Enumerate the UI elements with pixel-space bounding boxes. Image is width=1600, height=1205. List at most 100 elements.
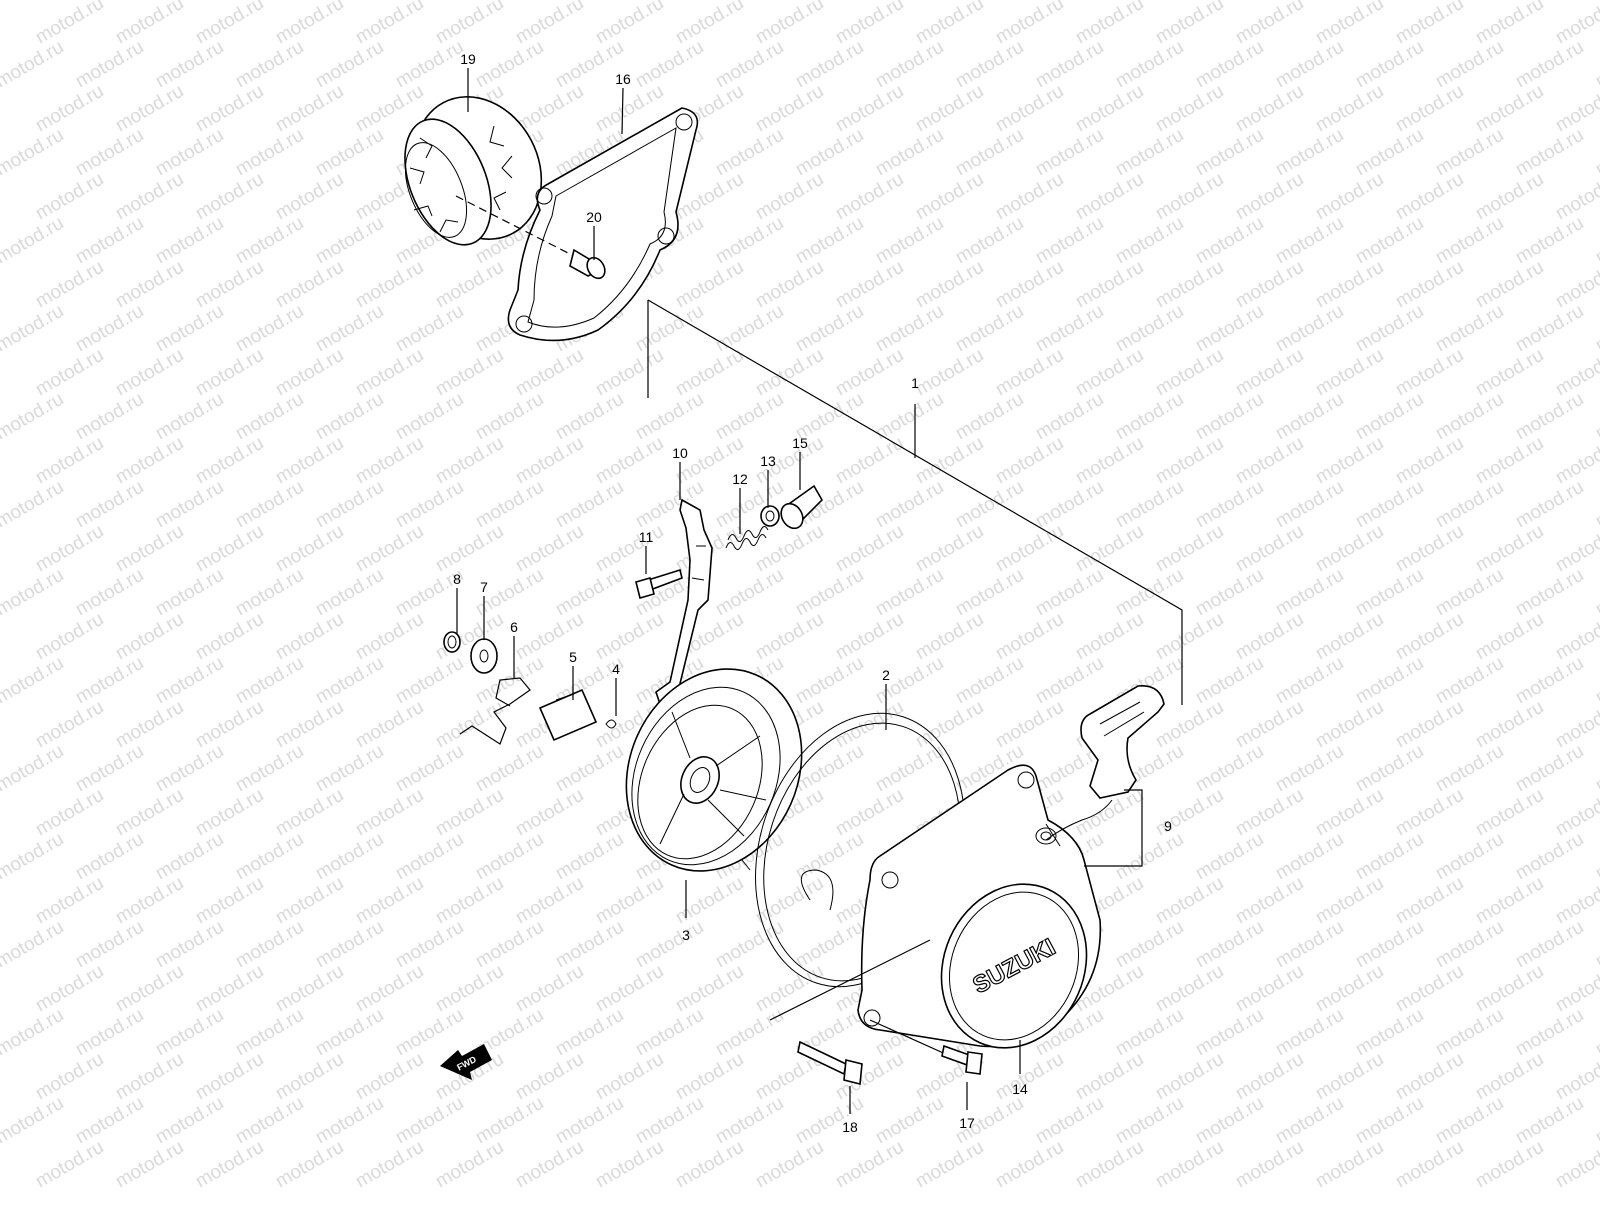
callout-19: 19	[460, 51, 476, 67]
watermark-text: motod.ru	[192, 961, 267, 1017]
watermark-text: motod.ru	[1232, 521, 1307, 577]
callout-1: 1	[911, 375, 919, 391]
watermark-text: motod.ru	[1432, 917, 1507, 973]
watermark-text: motod.ru	[432, 1137, 507, 1193]
watermark-text: motod.ru	[1312, 1137, 1387, 1193]
watermark-text: motod.ru	[352, 873, 427, 929]
watermark-text: motod.ru	[912, 81, 987, 137]
watermark-text: motod.ru	[1072, 433, 1147, 489]
watermark-text: motod.ru	[1112, 565, 1187, 621]
watermark-text: motod.ru	[1112, 37, 1187, 93]
watermark-text: motod.ru	[1232, 81, 1307, 137]
watermark-text: motod.ru	[192, 609, 267, 665]
watermark-text: motod.ru	[512, 345, 587, 401]
watermark-text: motod.ru	[792, 741, 867, 797]
watermark-text: motod.ru	[1392, 345, 1467, 401]
watermark-text: motod.ru	[472, 389, 547, 445]
watermark-text: motod.ru	[1392, 961, 1467, 1017]
watermark-text: motod.ru	[552, 389, 627, 445]
watermark-text: motod.ru	[72, 917, 147, 973]
watermark-text: motod.ru	[1592, 125, 1600, 181]
watermark-text: motod.ru	[1352, 37, 1427, 93]
watermark-text: motod.ru	[32, 345, 107, 401]
watermark-text: motod.ru	[1152, 521, 1227, 577]
watermark-text: motod.ru	[1112, 125, 1187, 181]
watermark-text: motod.ru	[1032, 1093, 1107, 1149]
watermark-text: motod.ru	[792, 565, 867, 621]
watermark-text: motod.ru	[1032, 653, 1107, 709]
watermark-text: motod.ru	[592, 609, 667, 665]
watermark-text: motod.ru	[512, 785, 587, 841]
watermark-text: motod.ru	[352, 785, 427, 841]
watermark-text: motod.ru	[1272, 829, 1347, 885]
watermark-text: motod.ru	[1072, 1049, 1147, 1105]
watermark-text: motod.ru	[1312, 785, 1387, 841]
watermark-text: motod.ru	[1512, 125, 1587, 181]
watermark-text: motod.ru	[432, 873, 507, 929]
watermark-text: motod.ru	[192, 81, 267, 137]
watermark-text: motod.ru	[832, 345, 907, 401]
watermark-text: motod.ru	[1592, 389, 1600, 445]
watermark-text: motod.ru	[432, 697, 507, 753]
watermark-text: motod.ru	[32, 0, 107, 48]
watermark-text: motod.ru	[1152, 81, 1227, 137]
watermark-text: motod.ru	[152, 917, 227, 973]
watermark-text: motod.ru	[112, 1049, 187, 1105]
watermark-text: motod.ru	[712, 1005, 787, 1061]
watermark-text: motod.ru	[32, 257, 107, 313]
watermark-text: motod.ru	[72, 1005, 147, 1061]
watermark-text: motod.ru	[392, 1093, 467, 1149]
watermark-text: motod.ru	[32, 785, 107, 841]
watermark-text: motod.ru	[1152, 1049, 1227, 1105]
watermark-text: motod.ru	[72, 741, 147, 797]
watermark-text: motod.ru	[792, 37, 867, 93]
watermark-text: motod.ru	[232, 1093, 307, 1149]
watermark-text: motod.ru	[1272, 477, 1347, 533]
watermark-text: motod.ru	[432, 785, 507, 841]
watermark-text: motod.ru	[712, 213, 787, 269]
watermark-text: motod.ru	[192, 345, 267, 401]
watermark-text: motod.ru	[312, 389, 387, 445]
watermark-text: motod.ru	[0, 653, 67, 709]
watermark-text: motod.ru	[152, 565, 227, 621]
watermark-text: motod.ru	[1592, 1005, 1600, 1061]
watermark-text: motod.ru	[872, 1093, 947, 1149]
part-18-bolt	[769, 939, 931, 1086]
watermark-text: motod.ru	[1192, 829, 1267, 885]
watermark-text: motod.ru	[1472, 609, 1547, 665]
watermark-text: motod.ru	[1152, 609, 1227, 665]
watermark-text: motod.ru	[312, 37, 387, 93]
watermark-text: motod.ru	[352, 345, 427, 401]
watermark-text: motod.ru	[752, 609, 827, 665]
watermark-text: motod.ru	[32, 609, 107, 665]
watermark-text: motod.ru	[992, 257, 1067, 313]
watermark-text: motod.ru	[712, 125, 787, 181]
watermark-text: motod.ru	[1432, 301, 1507, 357]
watermark-text: motod.ru	[232, 829, 307, 885]
watermark-text: motod.ru	[272, 697, 347, 753]
watermark-text: motod.ru	[392, 301, 467, 357]
watermark-text: motod.ru	[112, 345, 187, 401]
callout-11: 11	[639, 529, 654, 545]
watermark-text: motod.ru	[1472, 169, 1547, 225]
watermark-text: motod.ru	[1152, 0, 1227, 48]
watermark-text: motod.ru	[32, 697, 107, 753]
watermark-text: motod.ru	[992, 521, 1067, 577]
watermark-text: motod.ru	[1472, 257, 1547, 313]
watermark-text: motod.ru	[232, 1005, 307, 1061]
watermark-text: motod.ru	[312, 917, 387, 973]
part-17-bolt	[869, 1019, 983, 1075]
watermark-text: motod.ru	[152, 477, 227, 533]
watermark-text: motod.ru	[192, 1049, 267, 1105]
callout-9: 9	[1164, 818, 1172, 834]
watermark-text: motod.ru	[1152, 345, 1227, 401]
watermark-text: motod.ru	[912, 169, 987, 225]
watermark-text: motod.ru	[1152, 169, 1227, 225]
watermark-text: motod.ru	[672, 345, 747, 401]
watermark-text: motod.ru	[112, 697, 187, 753]
watermark-text: motod.ru	[312, 301, 387, 357]
watermark-text: motod.ru	[112, 785, 187, 841]
watermark-text: motod.ru	[872, 213, 947, 269]
watermark-text: motod.ru	[1392, 873, 1467, 929]
watermark-text: motod.ru	[1312, 345, 1387, 401]
